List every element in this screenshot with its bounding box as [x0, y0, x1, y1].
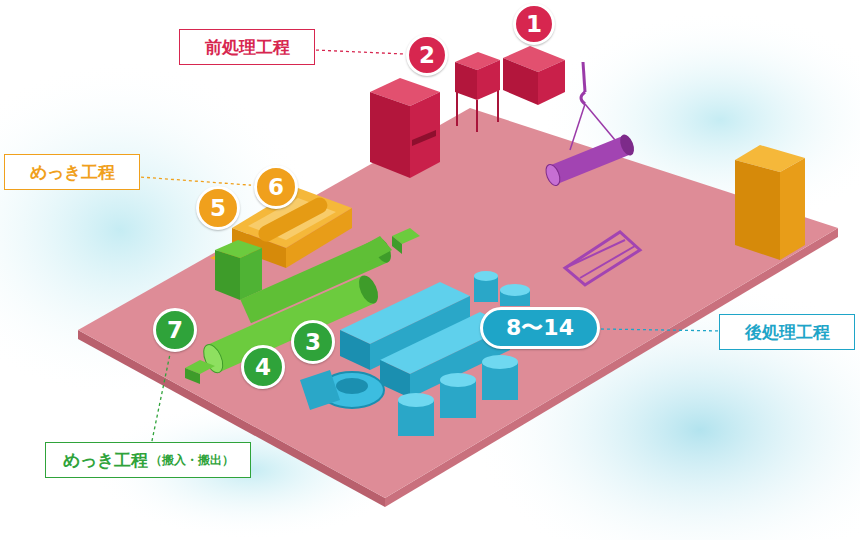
callout-number: 4 — [241, 345, 285, 389]
callout-text: 8〜14 — [506, 313, 574, 343]
process-label: 前処理工程 — [179, 29, 315, 65]
callout-number: 7 — [153, 308, 197, 352]
process-label-text: （搬入・搬出） — [150, 452, 234, 469]
process-label-text: めっき工程 — [30, 161, 115, 184]
callout-number: 1 — [513, 3, 555, 45]
callout-text: 6 — [268, 174, 284, 200]
process-label-text: 前処理工程 — [205, 36, 290, 59]
callout-number: 8〜14 — [480, 307, 600, 349]
callout-text: 4 — [255, 354, 271, 380]
leader-line — [316, 50, 403, 54]
leader-line — [601, 329, 718, 331]
leader-line — [141, 177, 251, 185]
callout-text: 5 — [210, 195, 226, 221]
process-label: めっき工程（搬入・搬出） — [45, 442, 251, 478]
process-label-text: めっき工程 — [63, 449, 148, 472]
callout-number: 2 — [406, 34, 448, 76]
callout-text: 3 — [305, 329, 321, 355]
callout-text: 1 — [526, 11, 542, 37]
process-label: めっき工程 — [4, 154, 140, 190]
callout-number: 3 — [291, 320, 335, 364]
callout-text: 7 — [167, 317, 183, 343]
process-label: 後処理工程 — [719, 314, 855, 350]
leader-line — [152, 354, 170, 441]
callout-text: 2 — [419, 42, 435, 68]
process-label-text: 後処理工程 — [745, 321, 830, 344]
callout-number: 6 — [254, 165, 298, 209]
callout-number: 5 — [196, 186, 240, 230]
